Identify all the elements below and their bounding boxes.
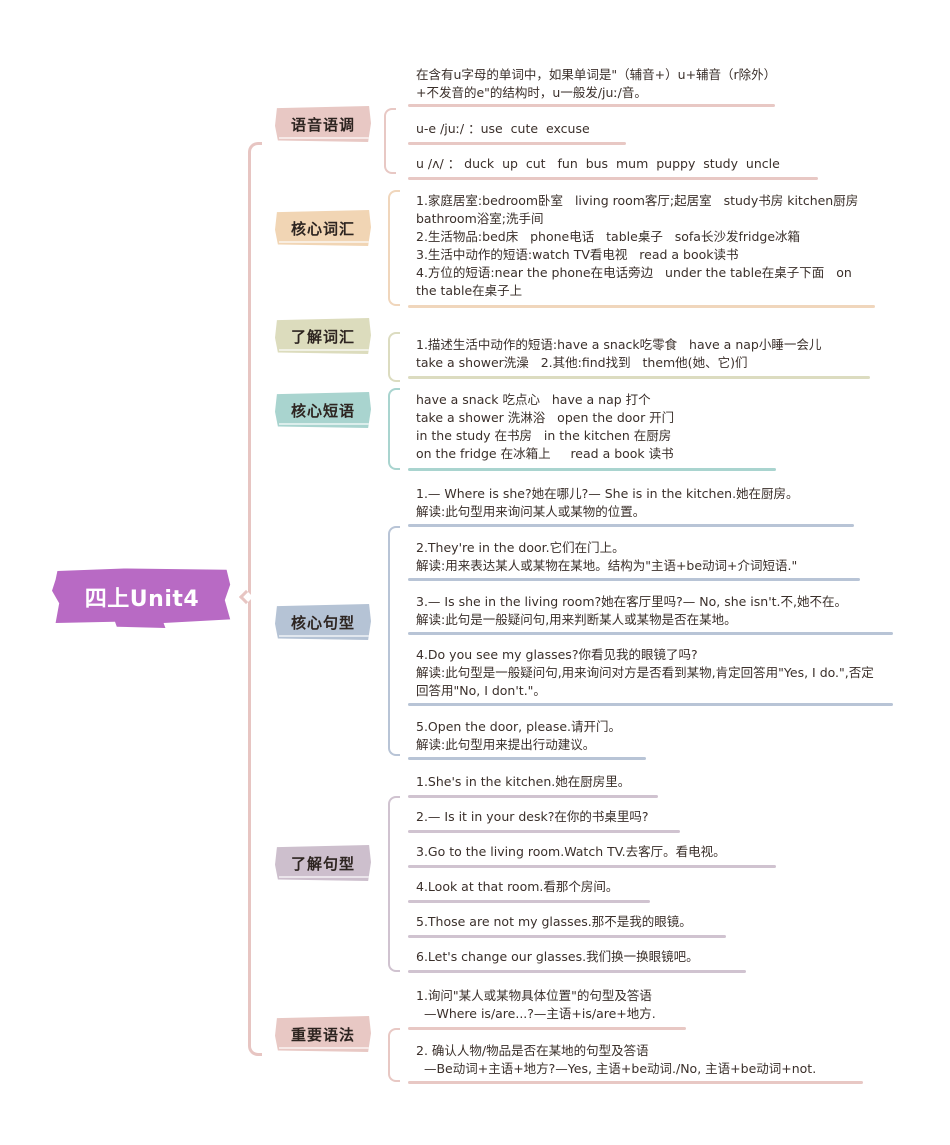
node-grammar-1[interactable]: 1.询问"某人或某物具体位置"的句型及答语 —Where is/are...?—…: [416, 988, 656, 1021]
branch-label-extra-vocab[interactable]: 了解词汇: [275, 318, 371, 354]
underline: [408, 632, 893, 635]
underline: [408, 1081, 863, 1084]
node-phonics-3[interactable]: u /ʌ/ ： duck up cut fun bus mum puppy st…: [416, 156, 780, 171]
node-core-phrases[interactable]: have a snack 吃点心 have a nap 打个 take a sh…: [416, 392, 675, 461]
underline: [408, 830, 680, 833]
brace-extra-vocab: [388, 332, 400, 382]
node-extra-vocab[interactable]: 1.描述生活中动作的短语:have a snack吃零食 have a nap小…: [416, 337, 834, 370]
node-core-vocab[interactable]: 1.家庭居室:bedroom卧室 living room客厅;起居室 study…: [416, 193, 859, 298]
underline: [408, 935, 726, 938]
node-grammar-2[interactable]: 2. 确认人物/物品是否在某地的句型及答语 —Be动词+主语+地方?—Yes, …: [416, 1043, 817, 1076]
node-extra-sentence-4[interactable]: 4.Look at that room.看那个房间。: [416, 879, 619, 894]
node-extra-sentence-2[interactable]: 2.— Is it in your desk?在你的书桌里吗?: [416, 809, 649, 824]
node-extra-sentence-3[interactable]: 3.Go to the living room.Watch TV.去客厅。看电视…: [416, 844, 726, 859]
underline: [408, 305, 875, 308]
node-core-sentence-2[interactable]: 2.They're in the door.它们在门上。 解读:用来表达某人或某…: [416, 540, 798, 573]
node-core-sentence-4[interactable]: 4.Do you see my glasses?你看见我的眼镜了吗? 解读:此句…: [416, 647, 874, 698]
underline: [408, 524, 854, 527]
node-core-sentence-1[interactable]: 1.— Where is she?她在哪儿?— She is in the ki…: [416, 486, 799, 519]
underline: [408, 578, 860, 581]
underline: [408, 177, 818, 180]
root-node[interactable]: 四上Unit4: [52, 568, 231, 628]
underline: [408, 468, 776, 471]
underline: [408, 1027, 686, 1030]
node-extra-sentence-5[interactable]: 5.Those are not my glasses.那不是我的眼镜。: [416, 914, 692, 929]
branch-label-phonics[interactable]: 语音语调: [275, 106, 371, 142]
brace-extra-sentences: [388, 796, 400, 972]
underline: [408, 900, 650, 903]
branch-label-core-vocab[interactable]: 核心词汇: [275, 210, 371, 246]
brace-grammar: [388, 1028, 400, 1082]
underline: [408, 795, 658, 798]
underline: [408, 757, 646, 760]
node-extra-sentence-6[interactable]: 6.Let's change our glasses.我们换一换眼镜吧。: [416, 949, 699, 964]
brace-core-vocab: [388, 190, 400, 306]
node-extra-sentence-1[interactable]: 1.She's in the kitchen.她在厨房里。: [416, 774, 631, 789]
root-title: 四上Unit4: [84, 587, 200, 612]
underline: [408, 376, 870, 379]
brace-phonics: [384, 108, 396, 174]
underline: [408, 970, 746, 973]
branch-label-grammar[interactable]: 重要语法: [275, 1016, 371, 1052]
node-phonics-1[interactable]: 在含有u字母的单词中，如果单词是"（辅音+）u+辅音（r除外）+不发音的e"的结…: [416, 67, 770, 100]
underline: [408, 104, 775, 107]
branch-label-core-phrases[interactable]: 核心短语: [275, 392, 371, 428]
underline: [408, 865, 776, 868]
brace-core-sentences: [388, 526, 400, 756]
underline: [408, 703, 893, 706]
underline: [408, 142, 626, 145]
node-core-sentence-5[interactable]: 5.Open the door, please.请开门。 解读:此句型用来提出行…: [416, 719, 622, 752]
branch-label-core-sentences[interactable]: 核心句型: [275, 604, 371, 640]
brace-core-phrases: [388, 388, 400, 470]
branch-label-extra-sentences[interactable]: 了解句型: [275, 845, 371, 881]
node-phonics-2[interactable]: u-e /juː/ ：use cute excuse: [416, 121, 590, 136]
node-core-sentence-3[interactable]: 3.— Is she in the living room?她在客厅里吗?— N…: [416, 594, 847, 627]
